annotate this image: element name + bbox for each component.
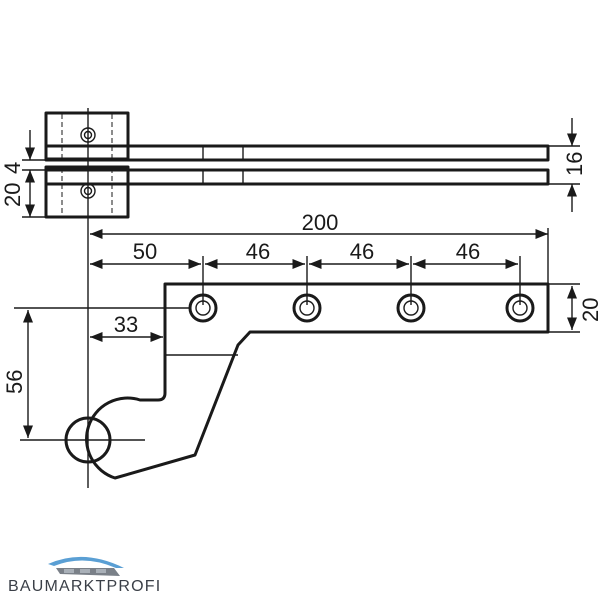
- dim-plate-gap: 4: [0, 162, 25, 174]
- logo-text: BAUMARKTPROFI: [8, 578, 162, 595]
- arm-outline: [85, 282, 550, 480]
- lower-block: [44, 165, 130, 219]
- dim-pivot-drop-label: 56: [2, 370, 27, 394]
- logo-mark: [48, 556, 124, 576]
- dim-plate-height-left: 20: [0, 183, 25, 207]
- left-dimensions: 4 20: [0, 130, 46, 218]
- dim-pivot-drop: 56: [2, 307, 190, 438]
- lower-plate: [44, 168, 550, 186]
- dim-first-hole: 50: [133, 239, 157, 264]
- dim-pivot-offset-label: 33: [114, 312, 138, 337]
- dim-spacing-3: 46: [456, 239, 480, 264]
- dim-pivot-offset: 33: [90, 312, 163, 343]
- brand-logo: BAUMARKTPROFI: [8, 550, 168, 598]
- right-dimensions-top: 16: [548, 118, 587, 212]
- dim-spacing-2: 46: [350, 239, 374, 264]
- dim-total-length: 200: [302, 210, 339, 235]
- dim-arm-width-label: 20: [578, 298, 600, 322]
- upper-plate: [44, 144, 550, 162]
- dim-holes: 50 46 46 46: [90, 239, 521, 305]
- arm: [20, 282, 550, 480]
- dim-spacing-1: 46: [246, 239, 270, 264]
- dim-total: 200: [90, 210, 549, 290]
- dim-plate-height-right: 16: [562, 152, 587, 176]
- upper-block: [44, 111, 130, 161]
- dim-arm-width: 20: [548, 283, 600, 333]
- top-view: [44, 108, 550, 222]
- mounting-holes: [188, 293, 535, 323]
